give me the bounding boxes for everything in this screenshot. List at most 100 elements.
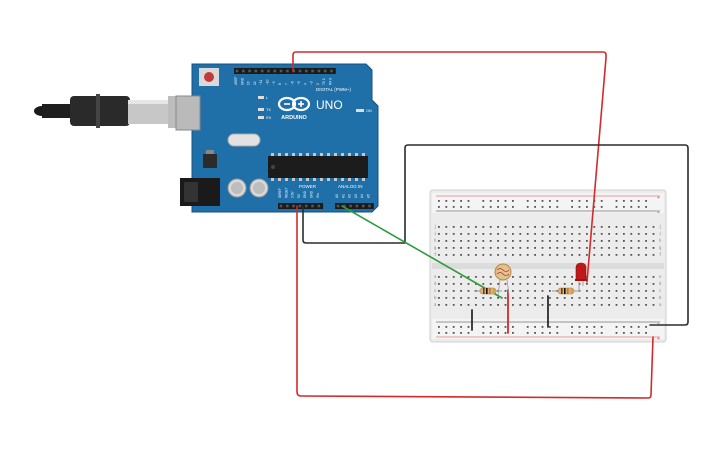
breadboard-hole[interactable]	[608, 240, 610, 242]
breadboard-hole[interactable]	[541, 240, 544, 242]
breadboard-hole[interactable]	[482, 247, 485, 249]
breadboard-hole[interactable]	[519, 290, 522, 292]
breadboard-hole[interactable]	[445, 240, 448, 242]
header-pin[interactable]	[343, 204, 346, 208]
breadboard-hole[interactable]	[526, 290, 529, 292]
breadboard-hole[interactable]	[593, 233, 596, 235]
breadboard-hole[interactable]	[452, 297, 455, 299]
arduino-board[interactable]: ARDUINO UNO DIGITAL (PWM~) POWER ANALOG …	[175, 63, 379, 213]
breadboard-hole[interactable]	[630, 283, 633, 285]
breadboard-hole[interactable]	[489, 254, 492, 256]
breadboard-hole[interactable]	[497, 297, 499, 299]
breadboard-hole[interactable]	[586, 233, 588, 235]
breadboard-hole[interactable]	[460, 233, 462, 235]
breadboard-hole[interactable]	[534, 283, 536, 285]
breadboard-hole[interactable]	[519, 254, 522, 256]
breadboard-hole[interactable]	[489, 226, 492, 228]
breadboard-hole[interactable]	[593, 297, 596, 299]
rail-hole[interactable]	[467, 206, 470, 208]
breadboard-hole[interactable]	[445, 304, 448, 306]
rail-hole[interactable]	[600, 206, 603, 208]
breadboard-hole[interactable]	[504, 247, 507, 249]
breadboard-hole[interactable]	[578, 247, 581, 249]
breadboard-hole[interactable]	[645, 247, 647, 249]
breadboard-hole[interactable]	[600, 297, 603, 299]
rail-hole[interactable]	[578, 200, 581, 202]
breadboard-hole[interactable]	[512, 276, 514, 278]
breadboard-hole[interactable]	[630, 304, 633, 306]
rail-hole[interactable]	[549, 200, 551, 202]
header-pin[interactable]	[323, 69, 327, 73]
breadboard-hole[interactable]	[652, 283, 655, 285]
header-pin[interactable]	[361, 204, 365, 208]
breadboard-hole[interactable]	[593, 247, 596, 249]
breadboard-hole[interactable]	[512, 254, 514, 256]
digital-pin-header[interactable]	[234, 68, 336, 74]
breadboard-hole[interactable]	[623, 304, 625, 306]
rail-hole[interactable]	[534, 200, 536, 202]
breadboard-hole[interactable]	[608, 304, 610, 306]
rail-hole[interactable]	[489, 206, 492, 208]
header-pin[interactable]	[349, 204, 352, 208]
breadboard-hole[interactable]	[549, 283, 551, 285]
breadboard-hole[interactable]	[608, 226, 610, 228]
rail-hole[interactable]	[489, 326, 492, 328]
breadboard-hole[interactable]	[526, 233, 529, 235]
breadboard-hole[interactable]	[637, 233, 640, 235]
breadboard-hole[interactable]	[460, 297, 462, 299]
breadboard-hole[interactable]	[438, 240, 440, 242]
breadboard-hole[interactable]	[630, 276, 633, 278]
breadboard-hole[interactable]	[467, 304, 470, 306]
breadboard-hole[interactable]	[534, 226, 536, 228]
breadboard-hole[interactable]	[571, 247, 573, 249]
breadboard-hole[interactable]	[556, 254, 559, 256]
rail-hole[interactable]	[526, 326, 529, 328]
reset-button-cap[interactable]	[204, 72, 214, 82]
breadboard-hole[interactable]	[534, 276, 536, 278]
breadboard-hole[interactable]	[452, 254, 455, 256]
breadboard-hole[interactable]	[556, 283, 559, 285]
header-pin[interactable]	[286, 69, 289, 73]
breadboard-hole[interactable]	[586, 304, 588, 306]
breadboard-hole[interactable]	[519, 240, 522, 242]
rail-hole[interactable]	[460, 200, 462, 202]
header-pin[interactable]	[235, 69, 239, 73]
breadboard-hole[interactable]	[497, 226, 499, 228]
breadboard-hole[interactable]	[482, 233, 485, 235]
breadboard-hole[interactable]	[593, 254, 596, 256]
breadboard-hole[interactable]	[586, 297, 588, 299]
breadboard-hole[interactable]	[497, 240, 499, 242]
breadboard-hole[interactable]	[475, 247, 477, 249]
header-pin[interactable]	[368, 204, 371, 208]
breadboard-hole[interactable]	[615, 304, 618, 306]
breadboard-hole[interactable]	[623, 283, 625, 285]
breadboard-hole[interactable]	[526, 254, 529, 256]
rail-hole[interactable]	[578, 332, 581, 334]
breadboard-hole[interactable]	[475, 304, 477, 306]
breadboard-hole[interactable]	[637, 304, 640, 306]
rail-hole[interactable]	[586, 200, 588, 202]
breadboard-hole[interactable]	[615, 240, 618, 242]
breadboard-hole[interactable]	[571, 233, 573, 235]
breadboard-hole[interactable]	[467, 240, 470, 242]
breadboard-hole[interactable]	[482, 276, 485, 278]
breadboard-hole[interactable]	[556, 233, 559, 235]
rail-hole[interactable]	[637, 206, 640, 208]
breadboard-hole[interactable]	[586, 240, 588, 242]
breadboard-hole[interactable]	[586, 283, 588, 285]
breadboard-hole[interactable]	[452, 240, 455, 242]
rail-hole[interactable]	[526, 206, 529, 208]
breadboard-hole[interactable]	[615, 276, 618, 278]
breadboard-hole[interactable]	[541, 304, 544, 306]
header-pin[interactable]	[311, 204, 314, 208]
rail-hole[interactable]	[541, 206, 544, 208]
breadboard-hole[interactable]	[467, 297, 470, 299]
breadboard-hole[interactable]	[445, 297, 448, 299]
rail-hole[interactable]	[578, 326, 581, 328]
breadboard-hole[interactable]	[556, 240, 559, 242]
rail-hole[interactable]	[460, 326, 462, 328]
breadboard-hole[interactable]	[593, 276, 596, 278]
rail-hole[interactable]	[438, 332, 440, 334]
rail-hole[interactable]	[623, 206, 625, 208]
